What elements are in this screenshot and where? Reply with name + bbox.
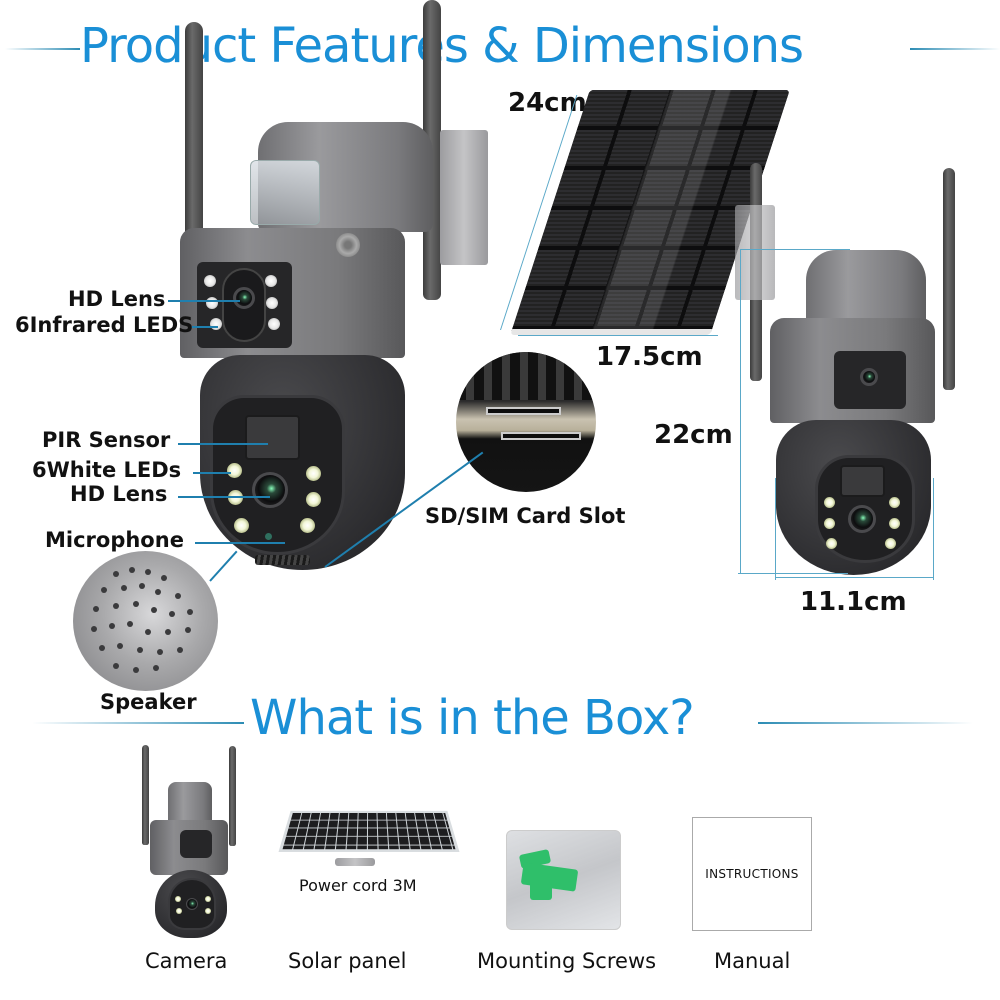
white-led-icon <box>205 908 211 914</box>
callout-pir-sensor: PIR Sensor <box>42 428 171 452</box>
wall-bracket <box>735 205 775 300</box>
box-item-manual-label: Manual <box>714 949 791 973</box>
wall-bracket <box>440 130 488 265</box>
white-led-icon <box>300 518 315 533</box>
pir-sensor-icon <box>840 465 885 497</box>
power-cord-note: Power cord 3M <box>299 876 417 895</box>
infrared-led-icon <box>204 275 216 287</box>
box-title-rule-left <box>32 722 244 724</box>
ir-panel <box>180 830 212 858</box>
infrared-led-icon <box>266 297 278 309</box>
sd-sim-slot-closeup <box>456 352 596 492</box>
sim-slot-icon <box>501 432 581 440</box>
panel-bracket <box>335 858 375 866</box>
hd-lens-top-icon <box>233 287 255 309</box>
box-item-mounting-screws-label: Mounting Screws <box>477 949 657 973</box>
hd-lens-bottom-icon <box>848 505 876 533</box>
leader-line <box>178 496 270 498</box>
dimension-line <box>775 478 776 580</box>
box-item-solar-panel-label: Solar panel <box>288 949 407 973</box>
box-title: What is in the Box? <box>250 690 695 746</box>
callout-speaker: Speaker <box>100 690 197 714</box>
antenna-right-icon <box>229 746 236 846</box>
leader-line <box>193 472 231 474</box>
infrared-led-icon <box>210 318 222 330</box>
dimension-line <box>740 249 850 250</box>
camera-lens-icon <box>186 898 198 910</box>
microphone-icon <box>265 533 272 540</box>
callout-infrared-leds: 6Infrared LEDS <box>15 313 194 337</box>
infrared-led-icon <box>206 297 218 309</box>
camera-mount-housing <box>168 782 212 822</box>
pir-sensor-icon <box>245 415 300 460</box>
callout-white-leds: 6White LEDs <box>32 458 182 482</box>
dimension-solar-width: 17.5cm <box>596 342 703 372</box>
camera-mount-housing <box>806 250 926 330</box>
white-led-icon <box>826 538 837 549</box>
camera-collar <box>250 160 320 225</box>
solar-panel-icon <box>278 810 460 853</box>
white-led-icon <box>205 896 211 902</box>
hd-lens-bottom-icon <box>252 472 288 508</box>
white-led-icon <box>889 497 900 508</box>
dimension-line <box>740 249 741 574</box>
sd-slot-icon <box>486 407 561 415</box>
hd-lens-top-icon <box>860 368 878 386</box>
dimension-line <box>933 478 934 580</box>
callout-hd-lens-top: HD Lens <box>68 287 166 311</box>
callout-sd-sim-slot: SD/SIM Card Slot <box>425 504 626 528</box>
white-led-icon <box>306 492 321 507</box>
white-led-icon <box>175 896 181 902</box>
box-item-camera-label: Camera <box>145 949 228 973</box>
antenna-left-icon <box>142 745 149 845</box>
callout-microphone: Microphone <box>45 528 184 552</box>
manual-cover-text: INSTRUCTIONS <box>705 867 799 881</box>
title-rule-right <box>910 48 1000 50</box>
dimension-camera-width: 11.1cm <box>800 587 907 617</box>
speaker-leader-line <box>209 550 238 582</box>
white-led-icon <box>889 518 900 529</box>
infrared-led-icon <box>268 318 280 330</box>
dimension-line <box>775 577 933 578</box>
leader-line <box>195 542 285 544</box>
infrared-led-icon <box>265 275 277 287</box>
antenna-right-icon <box>943 168 955 390</box>
callout-hd-lens-bottom: HD Lens <box>70 482 168 506</box>
dimension-line <box>738 573 848 574</box>
white-led-icon <box>227 463 242 478</box>
wall-anchor-icon <box>530 882 552 900</box>
dimension-camera-height: 22cm <box>654 420 733 450</box>
adjust-knob-icon <box>336 233 360 257</box>
white-led-icon <box>176 908 182 914</box>
title-rule-left <box>5 48 80 50</box>
antenna-left-icon <box>185 22 203 252</box>
white-led-icon <box>824 497 835 508</box>
speaker-grill <box>255 555 310 565</box>
white-led-icon <box>824 518 835 529</box>
white-led-icon <box>306 466 321 481</box>
box-title-rule-right <box>758 722 973 724</box>
dimension-line <box>518 335 718 336</box>
leader-line <box>192 326 218 328</box>
white-led-icon <box>885 538 896 549</box>
manual-icon: INSTRUCTIONS <box>692 817 812 931</box>
leader-line <box>178 443 268 445</box>
leader-line <box>168 300 240 302</box>
speaker-icon <box>73 551 218 691</box>
white-led-icon <box>234 518 249 533</box>
